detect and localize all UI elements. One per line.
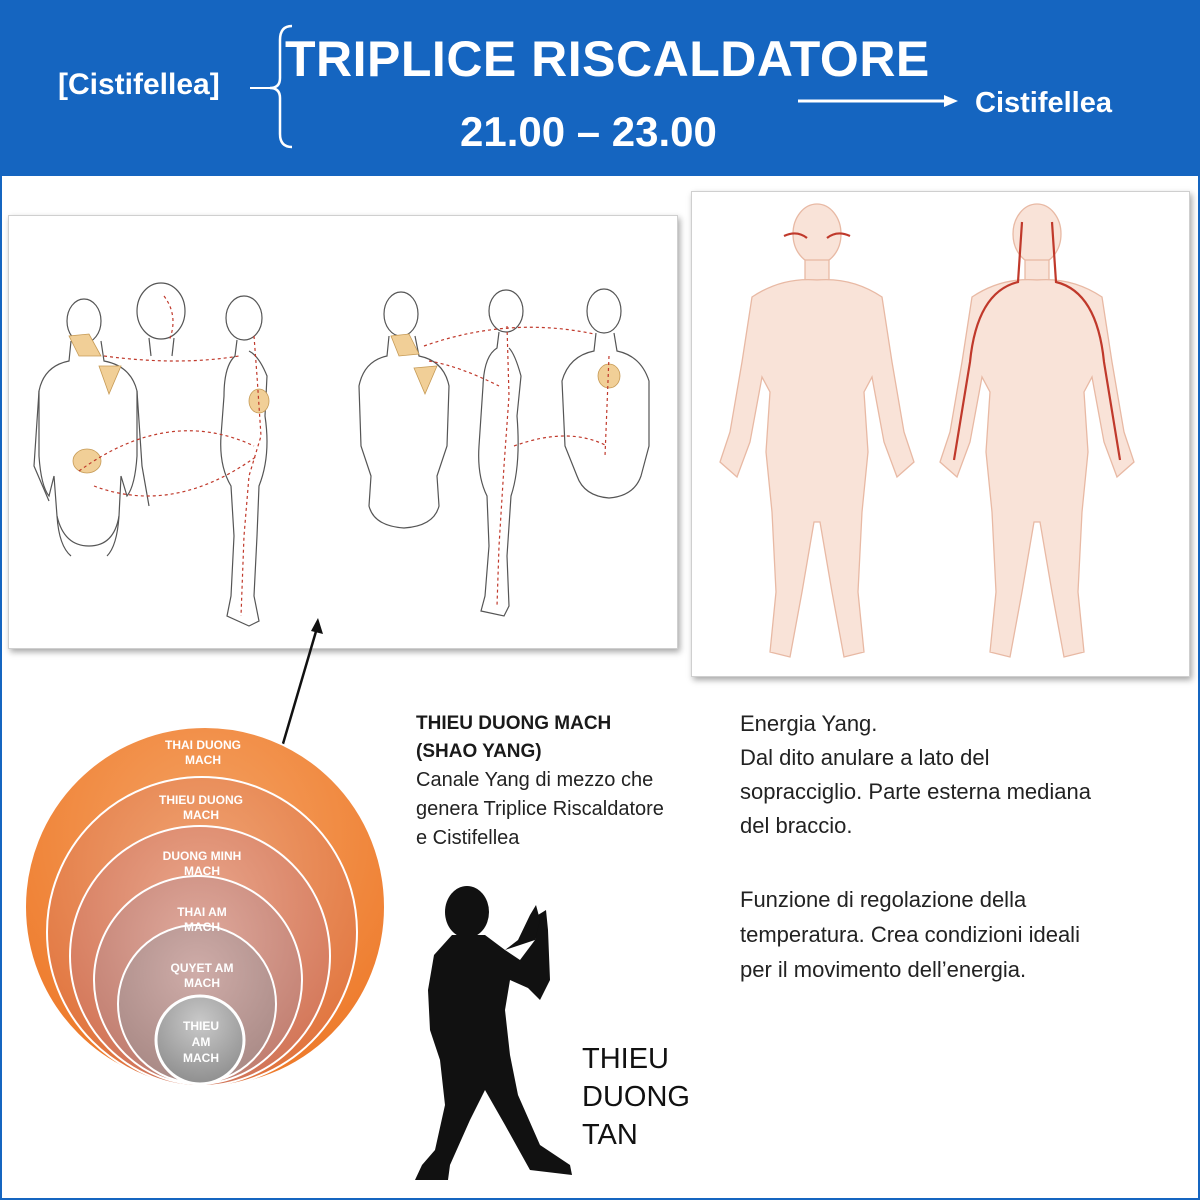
meridian-path-1 [103, 355, 240, 362]
organ-shading-2 [72, 448, 102, 474]
circle-thieu-am [154, 994, 246, 1086]
red-line-front-right-brow [826, 232, 851, 239]
channel-description: Canale Yang di mezzo che genera Triplice… [416, 769, 664, 849]
red-line-back-left-arm [952, 221, 1024, 461]
time-range: 21.00 – 23.00 [460, 108, 717, 155]
figure-back-view-2 [358, 291, 450, 529]
energy-description: Energia Yang. Dal dito anulare a lato de… [740, 711, 1091, 838]
meridian-path-10 [513, 435, 608, 447]
meridian-path-2 [163, 295, 174, 342]
page-title: TRIPLICE RISCALDATORE [285, 31, 930, 87]
meridian-path-9 [604, 355, 610, 457]
organ-shading-7 [390, 333, 420, 357]
next-meridian-label: Cistifellea [975, 87, 1112, 119]
arrow-head-icon [944, 95, 958, 107]
arrow-up-icon [311, 618, 323, 634]
organ-shading-3 [248, 388, 270, 414]
body-figures-illustration [719, 203, 1135, 658]
figure-back-view-1 [33, 298, 150, 557]
header-banner: [Cistifellea] TRIPLICE RISCALDATORE 21.0… [0, 0, 1200, 176]
meridian-path-8 [496, 325, 510, 607]
meridian-path-3 [240, 335, 262, 617]
meridian-path-7 [428, 360, 500, 387]
meridian-path-6 [423, 326, 595, 347]
header-connectors [250, 24, 958, 149]
red-line-front-left-brow [783, 232, 808, 239]
channel-title-line1: THIEU DUONG MACH [416, 713, 612, 734]
meridian-path-5 [93, 455, 258, 497]
curly-brace [269, 24, 293, 149]
organ-shading-4 [413, 365, 438, 396]
red-line-back-right-arm [1050, 221, 1122, 461]
body-meridian-image [691, 191, 1190, 677]
previous-meridian-label: [Cistifellea] [58, 68, 220, 101]
channels-nested-circles [24, 726, 386, 1088]
organ-shading-5 [597, 363, 621, 389]
form-label: THIEU DUONG TAN [582, 1043, 690, 1151]
figure-head-view [136, 282, 186, 357]
function-description: Funzione di regolazione della temperatur… [740, 887, 1080, 982]
body-front-figure [719, 203, 915, 658]
organ-shading-1 [98, 365, 122, 396]
body-back-figure [939, 203, 1135, 658]
channel-title-line2: (SHAO YANG) [416, 741, 542, 762]
channel-title: THIEU DUONG MACH (SHAO YANG) [416, 710, 611, 766]
meridian-path-4 [78, 430, 255, 472]
organ-shading-6 [68, 333, 102, 357]
figure-side-view-2 [478, 289, 524, 617]
meridian-pathway-image [8, 215, 678, 649]
figure-side-view [220, 295, 268, 627]
tai-chi-silhouette [415, 886, 572, 1180]
meridian-figures-illustration [33, 282, 650, 627]
figure-front-view [561, 288, 650, 499]
